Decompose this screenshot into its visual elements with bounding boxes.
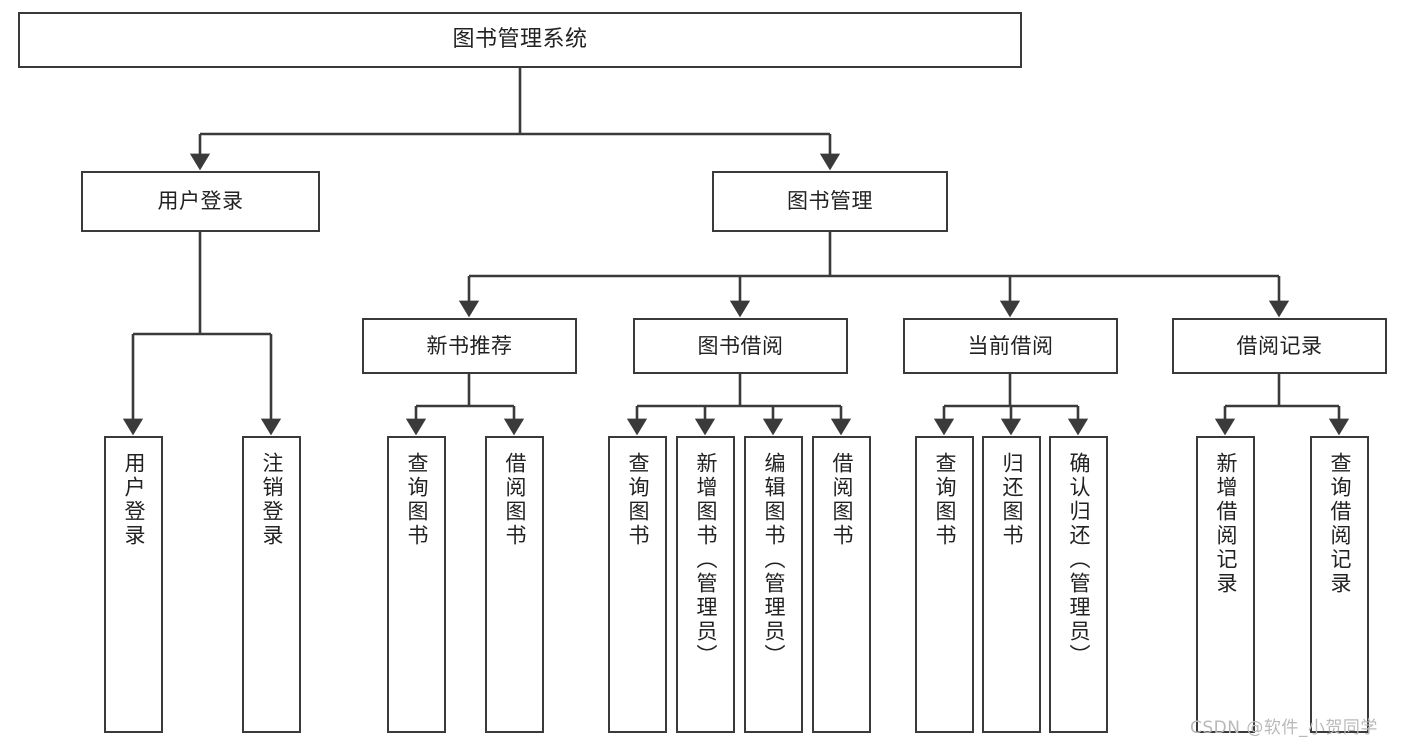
node-leaf-query-record[interactable]: 查询借阅记录 xyxy=(1310,436,1369,733)
node-label: 图书借阅 xyxy=(697,333,784,358)
node-current-borrow[interactable]: 当前借阅 xyxy=(903,318,1118,374)
node-leaf-return-book[interactable]: 归还图书 xyxy=(982,436,1041,733)
node-label: 借阅图书 xyxy=(503,452,527,548)
node-leaf-user-login[interactable]: 用户登录 xyxy=(104,436,163,733)
node-label: 查询图书 xyxy=(626,452,650,548)
node-label: 新增借阅记录 xyxy=(1214,452,1238,596)
node-new-book-rec[interactable]: 新书推荐 xyxy=(362,318,577,374)
node-label: 图书管理系统 xyxy=(452,27,588,53)
node-label: 借阅图书 xyxy=(830,452,854,548)
node-book-manage[interactable]: 图书管理 xyxy=(712,171,948,232)
node-leaf-query-book-1[interactable]: 查询图书 xyxy=(387,436,446,733)
node-label: 借阅记录 xyxy=(1236,333,1323,358)
node-user-login[interactable]: 用户登录 xyxy=(81,171,320,232)
node-label: 查询借阅记录 xyxy=(1328,452,1352,596)
node-label: 归还图书 xyxy=(1000,452,1024,548)
node-leaf-confirm-return[interactable]: 确认归还（管理员） xyxy=(1049,436,1108,733)
node-root-system[interactable]: 图书管理系统 xyxy=(18,12,1022,68)
node-label: 编辑图书（管理员） xyxy=(762,452,786,668)
node-label: 新增图书（管理员） xyxy=(694,452,718,668)
node-book-borrow[interactable]: 图书借阅 xyxy=(633,318,848,374)
node-label: 注销登录 xyxy=(260,452,284,548)
node-label: 用户登录 xyxy=(157,189,244,214)
node-leaf-query-book-2[interactable]: 查询图书 xyxy=(608,436,667,733)
node-label: 确认归还（管理员） xyxy=(1067,452,1091,668)
node-label: 当前借阅 xyxy=(967,333,1054,358)
watermark-text: CSDN @软件_小贺同学 xyxy=(1190,718,1378,738)
node-leaf-borrow-book-2[interactable]: 借阅图书 xyxy=(812,436,871,733)
node-label: 查询图书 xyxy=(405,452,429,548)
node-label: 图书管理 xyxy=(787,189,873,214)
node-leaf-edit-book[interactable]: 编辑图书（管理员） xyxy=(744,436,803,733)
node-leaf-add-book[interactable]: 新增图书（管理员） xyxy=(676,436,735,733)
node-leaf-add-record[interactable]: 新增借阅记录 xyxy=(1196,436,1255,733)
node-borrow-record[interactable]: 借阅记录 xyxy=(1172,318,1387,374)
node-leaf-query-book-3[interactable]: 查询图书 xyxy=(915,436,974,733)
node-label: 新书推荐 xyxy=(426,333,513,358)
node-label: 用户登录 xyxy=(122,452,146,548)
node-label: 查询图书 xyxy=(933,452,957,548)
node-leaf-user-logout[interactable]: 注销登录 xyxy=(242,436,301,733)
node-leaf-borrow-book-1[interactable]: 借阅图书 xyxy=(485,436,544,733)
